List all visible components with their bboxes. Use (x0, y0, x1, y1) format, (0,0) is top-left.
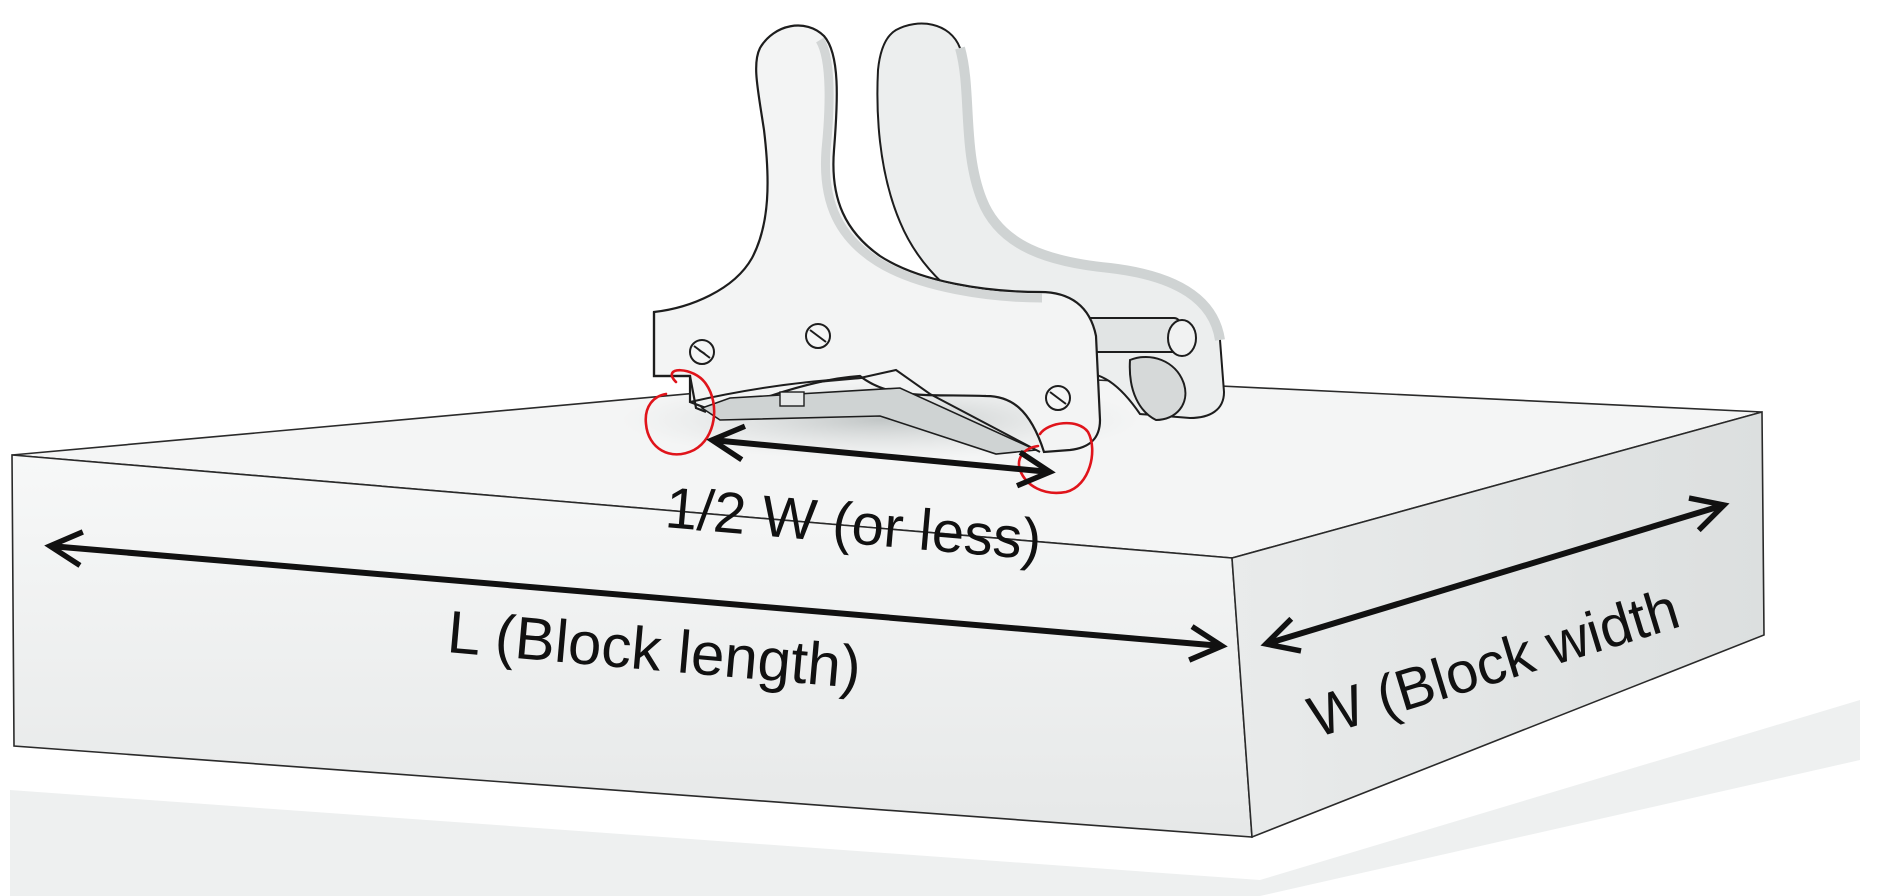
screw-icon (689, 339, 715, 365)
ground-shadow (10, 700, 1860, 896)
screw-icon (805, 323, 831, 349)
contact-point-marker-left (644, 369, 716, 456)
length-arrow (44, 529, 1228, 663)
half-width-arrow (706, 423, 1056, 489)
width-arrow (1260, 495, 1730, 654)
screw-icon (1045, 385, 1071, 411)
